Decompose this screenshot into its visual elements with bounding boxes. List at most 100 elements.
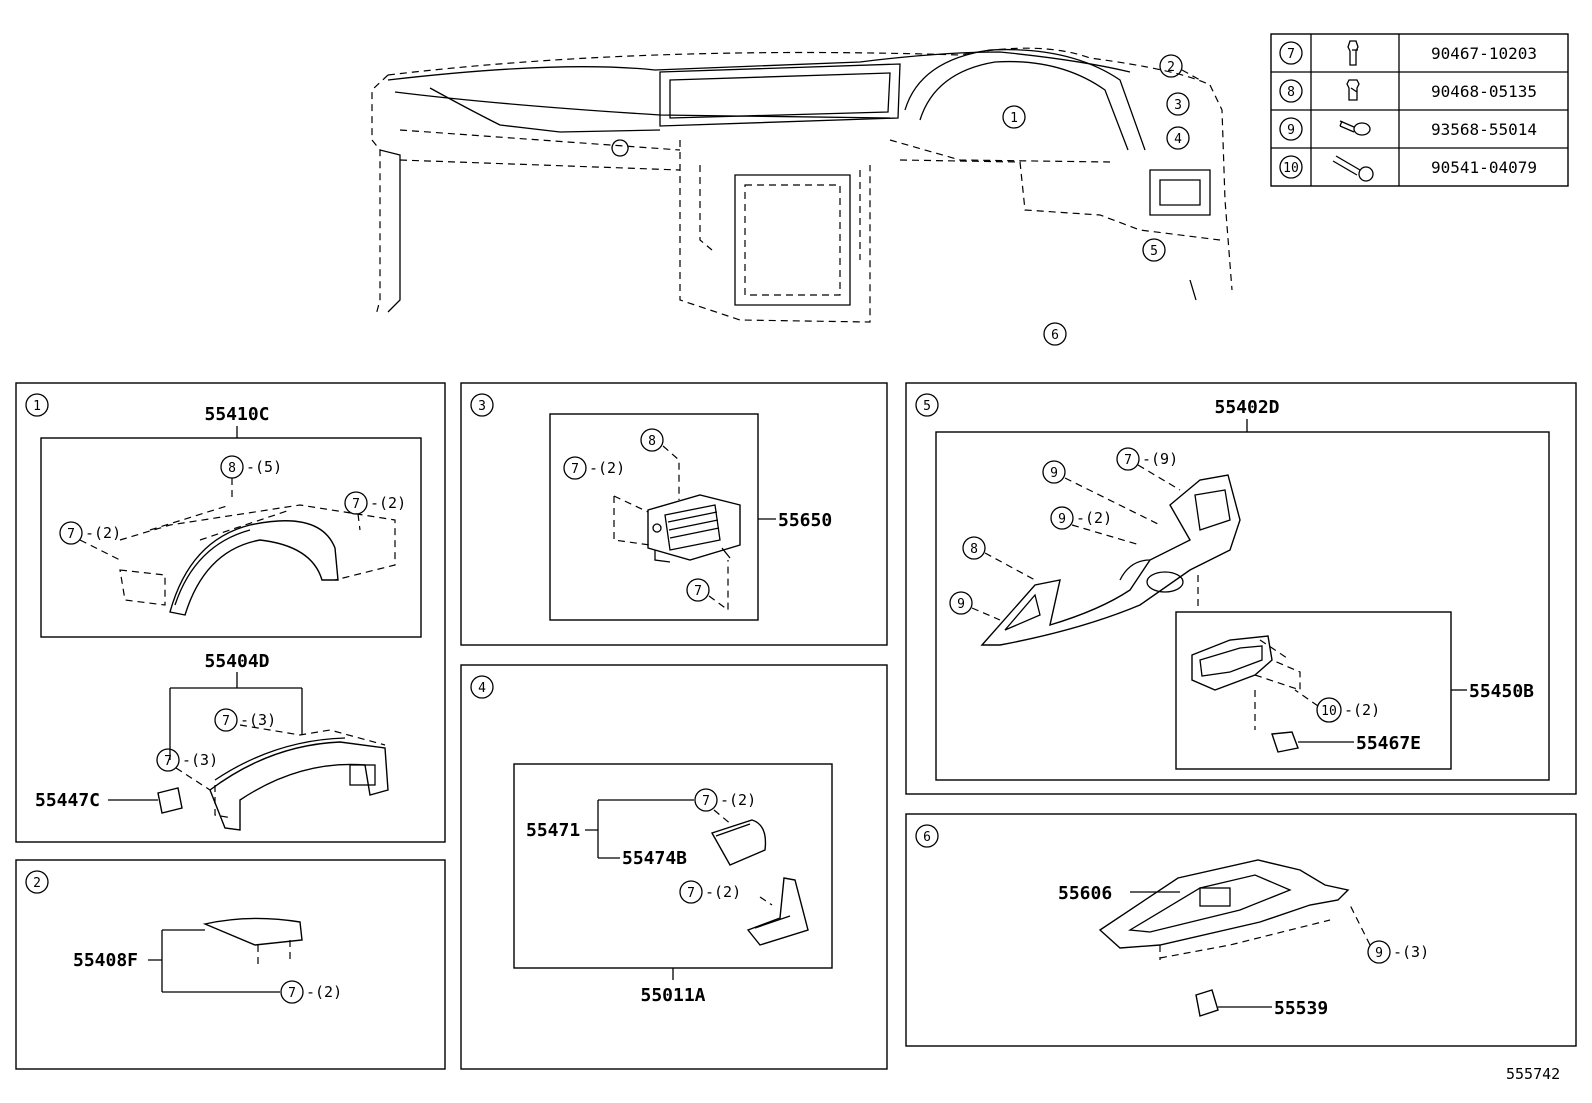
svg-text:7: 7 <box>67 527 75 542</box>
part-label: 55606 <box>1058 883 1112 904</box>
screw-icon <box>1339 120 1371 136</box>
legend-part-number: 93568-55014 <box>1431 120 1537 139</box>
legend-row: 7 90467-10203 <box>1279 40 1537 66</box>
callout-7: 7 -(3) <box>156 748 218 791</box>
panel-index: 1 <box>33 399 41 414</box>
legend-ref: 8 <box>1287 85 1295 100</box>
garnish-part <box>710 819 767 866</box>
svg-text:8: 8 <box>228 461 236 476</box>
legend-ref: 7 <box>1287 47 1295 62</box>
lower-garnish-part <box>746 877 809 946</box>
svg-text:-(3): -(3) <box>1393 943 1429 961</box>
air-vent-part <box>647 494 741 563</box>
part-label: 55650 <box>778 510 832 531</box>
legend-ref: 9 <box>1287 123 1295 138</box>
svg-text:10: 10 <box>1321 704 1337 719</box>
svg-text:-(2): -(2) <box>1076 509 1112 527</box>
detail-panel-2: 2 55408F 7 -(2) <box>15 859 446 1070</box>
detail-panel-3: 3 8 7 -(2) 7 55650 <box>460 382 888 646</box>
switch-knob-part: 55467E <box>1271 731 1421 754</box>
callout-7: 7 -(2) <box>694 788 756 826</box>
legend-part-number: 90541-04079 <box>1431 158 1537 177</box>
svg-text:7: 7 <box>222 714 230 729</box>
legend-row: 10 90541-04079 <box>1279 155 1537 182</box>
callout-7: 7 -(2) <box>344 491 406 531</box>
svg-text:7: 7 <box>352 497 360 512</box>
panel-index: 6 <box>923 830 931 845</box>
overview-callout: 4 <box>1166 126 1190 150</box>
part-label: 55447C <box>35 790 100 811</box>
part-label: 55402D <box>1214 397 1279 418</box>
clip-icon <box>1346 79 1360 101</box>
callout-9: 9 <box>1042 460 1161 526</box>
panel-index: 5 <box>923 399 931 414</box>
clip-icon <box>1347 40 1359 66</box>
svg-text:7: 7 <box>694 584 702 599</box>
part-label: 55404D <box>204 651 269 672</box>
meter-hood-part <box>119 504 396 616</box>
svg-text:-(9): -(9) <box>1142 450 1178 468</box>
svg-text:7: 7 <box>687 886 695 901</box>
svg-text:7: 7 <box>164 754 172 769</box>
legend-part-number: 90467-10203 <box>1431 44 1537 63</box>
callout-8: 8 -(5) <box>220 455 282 500</box>
switch-base-part <box>1191 635 1301 691</box>
svg-text:9: 9 <box>1058 512 1066 527</box>
sheet-number: 555742 <box>1506 1065 1560 1083</box>
svg-text:-(2): -(2) <box>1344 701 1380 719</box>
svg-text:-(3): -(3) <box>240 711 276 729</box>
panel-index: 3 <box>478 399 486 414</box>
legend-row: 8 90468-05135 <box>1279 79 1537 103</box>
svg-text:9: 9 <box>1050 466 1058 481</box>
detail-panel-1: 1 55410C 8 -(5) 7 -(2) 7 -(2) <box>15 382 446 843</box>
svg-text:6: 6 <box>1051 328 1059 343</box>
instrument-panel-overview: 1 2 3 4 5 6 <box>371 47 1233 346</box>
svg-text:8: 8 <box>648 434 656 449</box>
svg-text:8: 8 <box>970 542 978 557</box>
svg-text:3: 3 <box>1174 98 1182 113</box>
overview-callout: 6 <box>1043 322 1067 346</box>
overview-callout: 1 <box>1002 105 1026 129</box>
callout-7: 7 -(2) <box>563 456 651 546</box>
svg-text:-(3): -(3) <box>182 751 218 769</box>
part-label: 55467E <box>1356 733 1421 754</box>
svg-text:-(5): -(5) <box>246 458 282 476</box>
svg-text:9: 9 <box>1375 946 1383 961</box>
clip-part: 55539 <box>1195 989 1328 1019</box>
legend-part-number: 90468-05135 <box>1431 82 1537 101</box>
part-label: 55471 <box>526 820 580 841</box>
svg-text:7: 7 <box>288 986 296 1001</box>
svg-text:1: 1 <box>1010 111 1018 126</box>
callout-9: 9 -(3) <box>1349 904 1429 964</box>
lower-finish-panel-part <box>980 474 1241 646</box>
part-label: 55450B <box>1469 681 1534 702</box>
panel-index: 4 <box>478 681 486 696</box>
overview-callout: 3 <box>1166 92 1190 116</box>
detail-panel-6: 6 55606 9 -(3) 55539 <box>905 813 1577 1047</box>
legend-ref: 10 <box>1283 161 1299 176</box>
part-label: 55474B <box>622 848 687 869</box>
detail-panel-4: 4 55471 55474B 7 -(2) 7 -(2) 55011A <box>460 664 888 1070</box>
svg-text:7: 7 <box>1124 453 1132 468</box>
callout-7: 7 -(3) <box>214 708 276 732</box>
panel-index: 2 <box>33 876 41 891</box>
callout-7: 7 -(2) <box>59 521 121 561</box>
callout-9: 9 <box>949 591 1001 621</box>
callout-7: 7 -(2) <box>679 880 773 906</box>
legend-row: 9 93568-55014 <box>1279 117 1537 141</box>
svg-text:-(2): -(2) <box>720 791 756 809</box>
svg-text:-(2): -(2) <box>589 459 625 477</box>
under-cover-part <box>1098 859 1350 960</box>
callout-7: 7 -(2) <box>280 980 342 1004</box>
svg-text:2: 2 <box>1167 60 1175 75</box>
part-label: 55011A <box>640 985 705 1006</box>
switch-part: 55447C <box>35 787 183 814</box>
svg-text:-(2): -(2) <box>85 524 121 542</box>
svg-text:4: 4 <box>1174 132 1182 147</box>
callout-10: 10 -(2) <box>1294 689 1380 723</box>
overview-callout: 5 <box>1142 238 1166 262</box>
callout-8: 8 <box>640 428 680 500</box>
part-label: 55539 <box>1274 998 1328 1019</box>
